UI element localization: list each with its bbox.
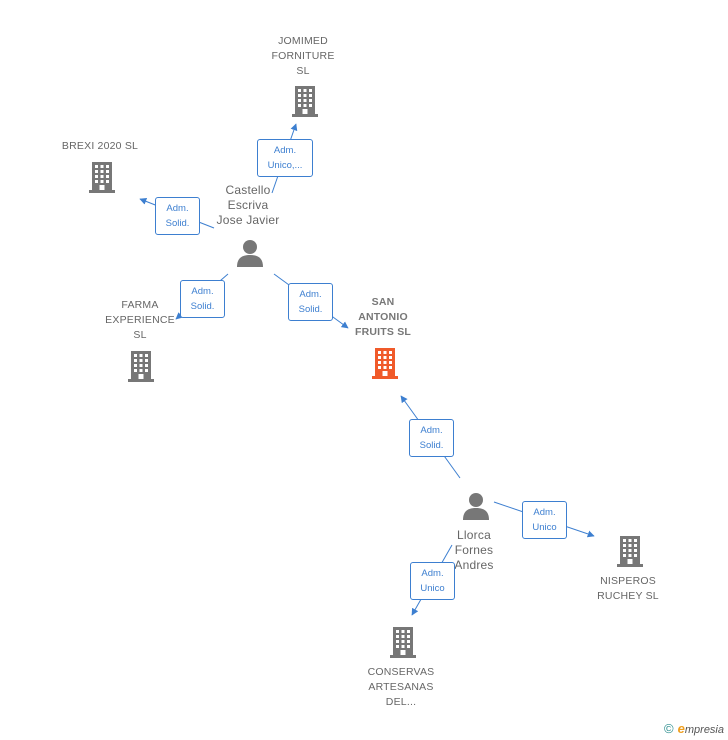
node-label-san-antonio: SAN ANTONIO FRUITS SL (354, 296, 412, 338)
building-icon (290, 84, 320, 123)
brand-logo-e: e (677, 721, 685, 736)
edge-label-castello-farma[interactable]: Adm. Solid. (180, 280, 225, 318)
brand-logo: ©empresia (664, 721, 724, 736)
building-icon (126, 349, 156, 388)
edge-label-castello-jomimed[interactable]: Adm. Unico,... (257, 139, 313, 177)
edge-label-llorca-nisperos[interactable]: Adm. Unico (522, 501, 567, 539)
edge-label-llorca-conservas[interactable]: Adm. Unico (410, 562, 455, 600)
building-icon (87, 160, 117, 199)
edge-label-llorca-san-antonio[interactable]: Adm. Solid. (409, 419, 454, 457)
building-icon (615, 534, 645, 573)
edge-label-castello-san-antonio[interactable]: Adm. Solid. (288, 283, 333, 321)
building-icon (388, 625, 418, 664)
node-label-jomimed: JOMIMED FORNITURE SL (271, 35, 335, 77)
node-label-farma: FARMA EXPERIENCE SL (105, 299, 175, 341)
edge-label-castello-brexi[interactable]: Adm. Solid. (155, 197, 200, 235)
node-label-conservas: CONSERVAS ARTESANAS DEL... (367, 666, 435, 708)
node-label-llorca: Llorca Fornes Andres (454, 528, 494, 572)
brand-logo-text: mpresia (684, 724, 724, 736)
building-icon (370, 346, 400, 385)
node-label-castello: Castello Escriva Jose Javier (216, 183, 280, 227)
node-label-nisperos: NISPEROS RUCHEY SL (597, 575, 659, 602)
copyright-icon: © (664, 721, 674, 736)
person-icon (235, 238, 265, 273)
person-icon (461, 491, 491, 526)
node-label-brexi: BREXI 2020 SL (61, 140, 139, 152)
